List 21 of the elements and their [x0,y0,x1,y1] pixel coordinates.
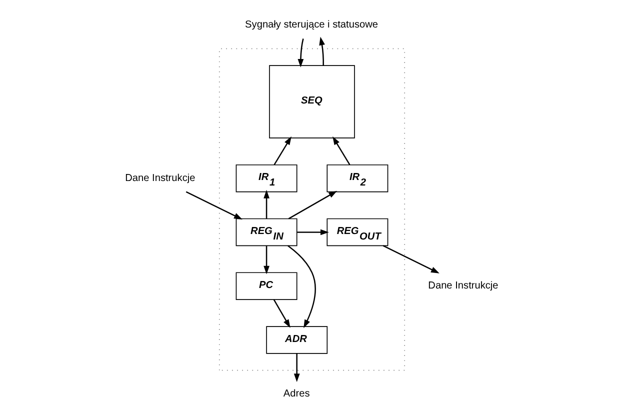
arrow [272,299,290,328]
arrow [382,245,439,274]
arrow [288,190,337,220]
node-text: Adres [282,388,310,400]
arrow [287,245,316,328]
arrow [263,246,269,274]
node-text: Sygnały sterujące i statusowe [244,20,378,31]
node-box: SEQ [268,65,354,138]
arrow [318,36,324,66]
arrow [263,190,269,218]
arrow [297,38,304,68]
arrow [293,353,300,382]
node-box: ADR [266,326,328,354]
cluster [218,48,405,371]
arrow [332,136,350,166]
node-box: PC [235,272,297,300]
arrow [273,136,291,166]
node-text: Dane Instrukcje [124,172,195,184]
node-text: Dane Instrukcje [428,280,498,292]
arrow [296,229,328,236]
arrow [185,191,242,220]
